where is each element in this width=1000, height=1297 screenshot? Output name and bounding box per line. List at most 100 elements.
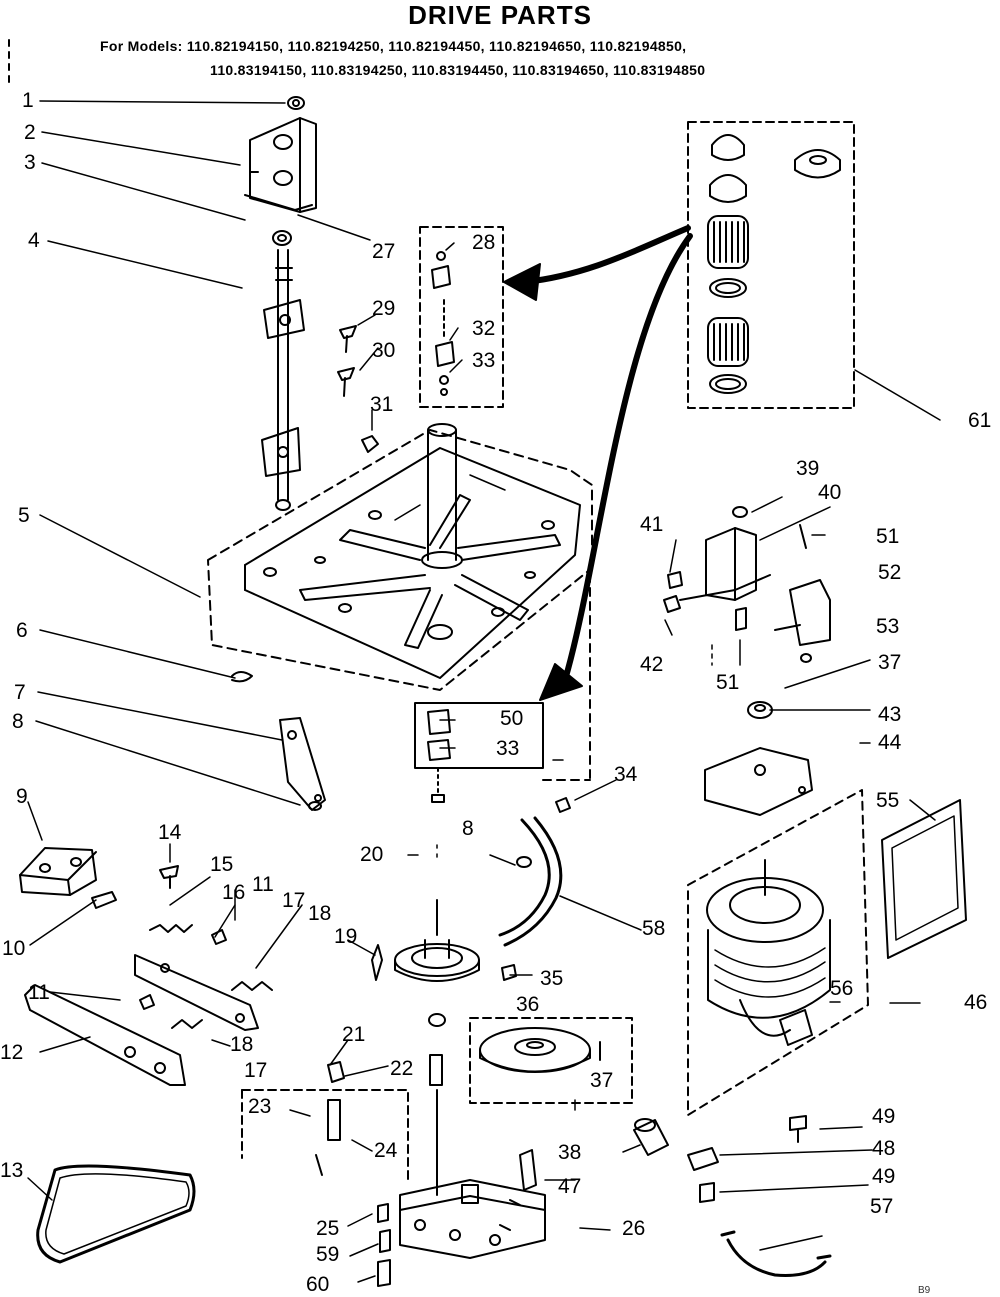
inset-box-23-24	[241, 1061, 409, 1181]
part-nut-8	[308, 801, 322, 811]
callout-5: 5	[18, 504, 30, 527]
callout-14: 14	[158, 821, 182, 844]
part-clip-6	[231, 671, 253, 683]
callout-22: 22	[390, 1057, 414, 1080]
callout-41: 41	[640, 513, 664, 536]
callout-48: 48	[872, 1137, 896, 1160]
part-screw-29	[339, 325, 357, 353]
callout-47: 47	[558, 1175, 582, 1198]
arrow-to-lower-inset	[562, 233, 693, 683]
callout-36: 36	[516, 993, 540, 1016]
callout-8b: 8	[462, 817, 474, 840]
callout-49b: 49	[872, 1165, 896, 1188]
part-bracket-7	[279, 717, 326, 811]
callout-7: 7	[14, 681, 26, 704]
callout-8: 8	[12, 710, 24, 733]
callout-40: 40	[818, 481, 842, 504]
callout-33: 33	[472, 349, 496, 372]
part-nut-1	[287, 96, 305, 110]
part-panel-55	[881, 799, 967, 959]
part-gearcase-26	[399, 1089, 546, 1259]
leader-lines	[27, 100, 941, 1283]
callout-58: 58	[642, 917, 666, 940]
part-belt-13	[36, 1164, 196, 1264]
callout-59: 59	[316, 1243, 340, 1266]
part-screw-25-59-60	[377, 1203, 391, 1287]
callout-31: 31	[370, 393, 394, 416]
callout-34: 34	[614, 763, 638, 786]
part-clip-34	[555, 797, 571, 813]
page-mark: B9	[918, 1285, 931, 1296]
models-line-1: For Models: 110.82194150, 110.82194250, …	[100, 38, 687, 54]
callout-18b: 18	[230, 1033, 254, 1056]
callout-50: 50	[500, 707, 524, 730]
callout-10: 10	[2, 937, 26, 960]
callout-51b: 51	[716, 671, 740, 694]
callout-9: 9	[16, 785, 28, 808]
arrow-to-upper-inset	[522, 225, 691, 285]
callout-29: 29	[372, 297, 396, 320]
callout-38: 38	[558, 1141, 582, 1164]
callout-15: 15	[210, 853, 234, 876]
part-hose-58	[498, 816, 563, 947]
part-screw-30	[337, 367, 355, 397]
callout-61: 61	[968, 409, 992, 432]
part-base-5	[207, 423, 593, 691]
callout-28: 28	[472, 231, 496, 254]
callout-43: 43	[878, 703, 902, 726]
callout-21: 21	[342, 1023, 366, 1046]
part-grommet-43	[747, 701, 773, 719]
callout-51: 51	[876, 525, 900, 548]
callout-11: 11	[28, 981, 50, 1004]
callout-27: 27	[372, 240, 396, 263]
inset-box-36-37	[469, 1017, 633, 1104]
callout-23: 23	[248, 1095, 272, 1118]
part-kit-61	[687, 121, 855, 409]
part-nut-8b	[516, 856, 532, 868]
callout-56: 56	[830, 977, 854, 1000]
arrow-head-lower	[539, 663, 583, 701]
part-washer-3	[272, 230, 292, 246]
callout-55: 55	[876, 789, 900, 812]
callout-3: 3	[24, 151, 36, 174]
part-clip-48	[687, 1147, 719, 1171]
callout-16: 16	[222, 881, 246, 904]
part-cord-57	[720, 1230, 832, 1277]
part-nut-31	[361, 435, 379, 453]
part-lever-16	[134, 954, 259, 1031]
callout-44: 44	[878, 731, 902, 754]
part-plate-44	[704, 747, 813, 816]
callout-46: 46	[964, 991, 988, 1014]
part-switch-56	[779, 1009, 813, 1046]
part-capacitor-38	[633, 1118, 669, 1156]
callout-11b: 11	[252, 873, 274, 896]
models-line-2: 110.83194150, 110.83194250, 110.83194450…	[210, 62, 706, 78]
callout-37b: 37	[878, 651, 902, 674]
part-screw-49	[699, 1115, 807, 1203]
callout-32: 32	[472, 317, 496, 340]
callout-1: 1	[22, 89, 34, 112]
inset-box-28-33	[419, 226, 504, 408]
callout-42: 42	[640, 653, 664, 676]
inset-box-50-33	[414, 559, 591, 803]
callout-2: 2	[24, 121, 36, 144]
part-pin-19	[371, 944, 383, 981]
part-screw-14	[159, 865, 179, 889]
callout-49: 49	[872, 1105, 896, 1128]
callout-24: 24	[374, 1139, 398, 1162]
callout-4: 4	[28, 229, 40, 252]
callout-33b: 33	[496, 737, 520, 760]
arrow-head-upper	[503, 263, 541, 301]
callout-30: 30	[372, 339, 396, 362]
callout-60: 60	[306, 1273, 330, 1296]
callout-39: 39	[796, 457, 820, 480]
callout-17b: 17	[244, 1059, 268, 1082]
callout-53: 53	[876, 615, 900, 638]
callout-35: 35	[540, 967, 564, 990]
part-screw-10	[91, 891, 117, 909]
callout-12: 12	[0, 1041, 24, 1064]
callout-37: 37	[590, 1069, 614, 1092]
callout-52: 52	[878, 561, 902, 584]
